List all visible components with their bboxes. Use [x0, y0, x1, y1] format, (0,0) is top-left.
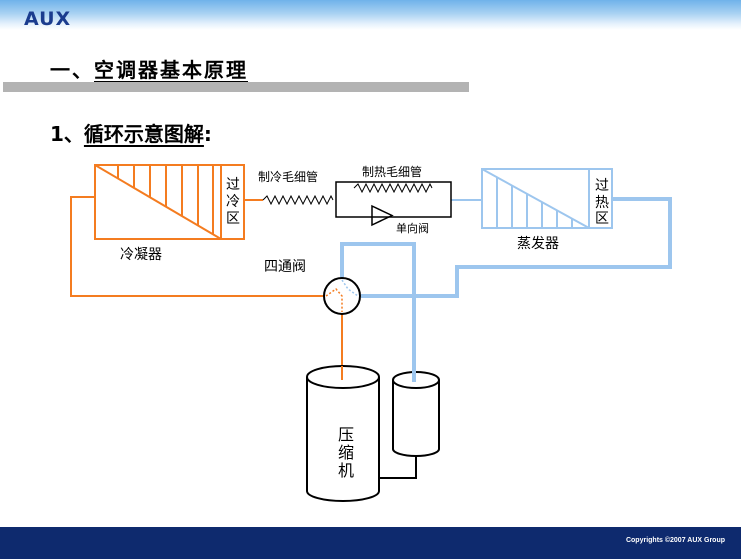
condenser	[94, 164, 245, 240]
section-number: 一、	[50, 58, 94, 82]
superheat-label-2: 热	[595, 195, 609, 211]
check-valve	[371, 204, 394, 227]
section-title-text: 空调器基本原理	[94, 58, 248, 82]
evaporator-body	[481, 168, 613, 229]
cold-side-piping	[340, 197, 672, 380]
sub-title-text: 循环示意图解	[83, 122, 204, 146]
title-divider-bar	[3, 82, 469, 92]
compressor-label-3: 机	[338, 461, 354, 480]
evaporator-diagonal	[481, 168, 590, 229]
sub-title-suffix: :	[203, 122, 212, 146]
accumulator-body	[392, 380, 440, 457]
cooling-capillary-label: 制冷毛细管	[258, 169, 318, 184]
heating-capillary	[353, 182, 433, 194]
capillary-box	[335, 181, 452, 218]
aux-logo: AUX	[24, 8, 72, 30]
footer-bar	[0, 527, 741, 559]
hot-side-piping	[70, 196, 343, 380]
accumulator-to-compressor-pipe	[379, 456, 417, 479]
sub-title-number: 1、	[50, 122, 84, 146]
subcool-label-3: 区	[226, 211, 240, 227]
header-band	[0, 0, 741, 30]
diagram-labels: 过 冷 区 冷凝器 制冷毛细管 制热毛细管 单向阀 蒸发器 过 热 区 四通阀 …	[120, 164, 609, 480]
four-way-valve-label: 四通阀	[264, 259, 306, 275]
four-way-valve-orange-path	[325, 287, 343, 312]
subcool-label-2: 冷	[226, 194, 240, 210]
section-title: 一、空调器基本原理	[50, 54, 248, 83]
condenser-return-pipe	[70, 196, 323, 297]
sub-title: 1、循环示意图解:	[50, 118, 212, 147]
compressor-label-2: 缩	[338, 443, 354, 462]
compressor-body	[306, 377, 380, 502]
copyright-text: Copyrights ©2007 AUX Group	[625, 537, 725, 544]
evaporator-return-pipe	[361, 197, 672, 298]
condenser-body	[94, 164, 245, 240]
heating-capillary-label: 制热毛细管	[362, 164, 422, 179]
suction-pipe	[340, 242, 416, 380]
cooling-capillary	[262, 194, 334, 206]
evaporator-fins	[496, 177, 573, 228]
accumulator	[392, 371, 440, 457]
condenser-fins	[117, 165, 214, 234]
superheat-label-1: 过	[595, 178, 609, 194]
subcool-label-1: 过	[226, 177, 240, 193]
four-way-valve	[323, 277, 361, 315]
condenser-label: 冷凝器	[120, 247, 162, 263]
superheat-label-3: 区	[595, 211, 609, 227]
condenser-diagonal	[94, 164, 222, 240]
capillary-assembly	[262, 181, 452, 227]
check-valve-label: 单向阀	[396, 221, 429, 235]
evaporator	[481, 168, 613, 229]
compressor-label-1: 压	[338, 425, 354, 444]
evaporator-label: 蒸发器	[517, 236, 559, 252]
